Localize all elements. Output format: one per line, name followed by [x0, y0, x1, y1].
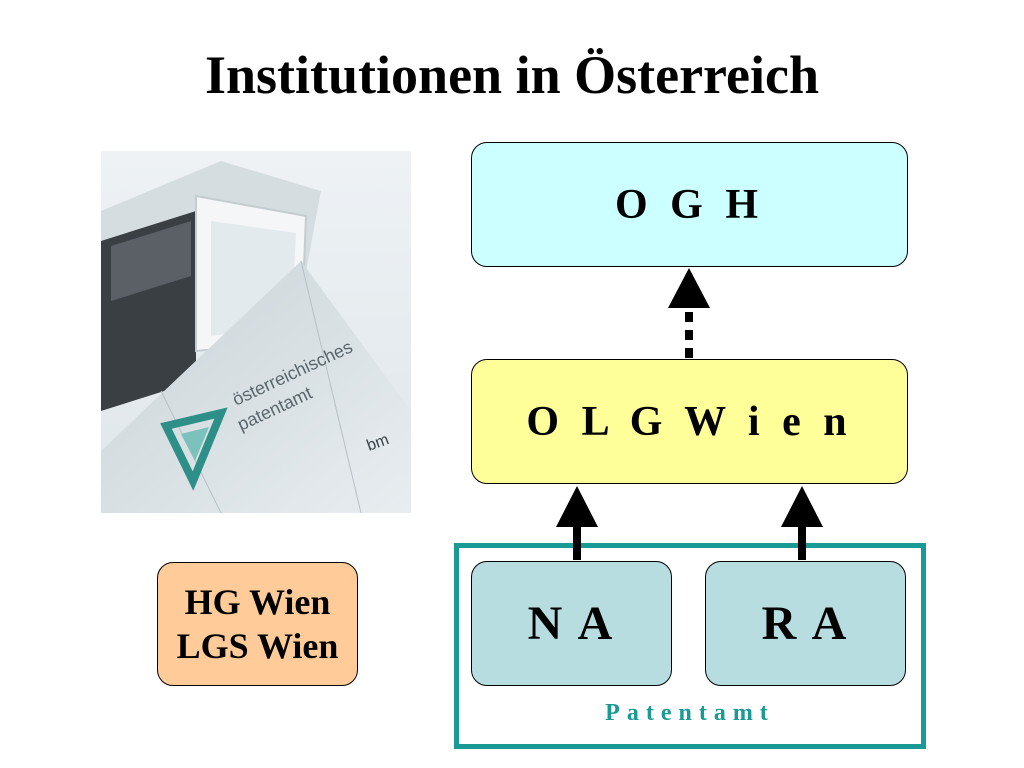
hg-label: HG Wien — [184, 582, 331, 622]
ogh-box: O G H — [471, 142, 908, 267]
ra-box: R A — [705, 561, 906, 686]
na-label: N A — [527, 597, 616, 650]
patentamt-group-frame — [454, 543, 926, 749]
na-box: N A — [471, 561, 672, 686]
ra-label: R A — [761, 597, 850, 650]
ogh-label: O G H — [614, 181, 764, 228]
patentamt-label: Patentamt — [605, 700, 775, 726]
arrow-head-na — [556, 486, 598, 527]
sign-logo-text: bm — [365, 431, 392, 455]
lgs-label: LGS Wien — [176, 626, 339, 666]
slide-title: Institutionen in Österreich — [204, 45, 819, 105]
hg-lgs-box: HG Wien LGS Wien — [157, 562, 358, 686]
patent-office-photo: österreichisches patentamt bm — [101, 151, 411, 513]
olg-wien-box: O L G W i e n — [471, 359, 908, 484]
arrow-head-ra — [781, 486, 823, 527]
olg-label: O L G W i e n — [526, 398, 853, 445]
arrow-head-ogh — [668, 268, 710, 308]
